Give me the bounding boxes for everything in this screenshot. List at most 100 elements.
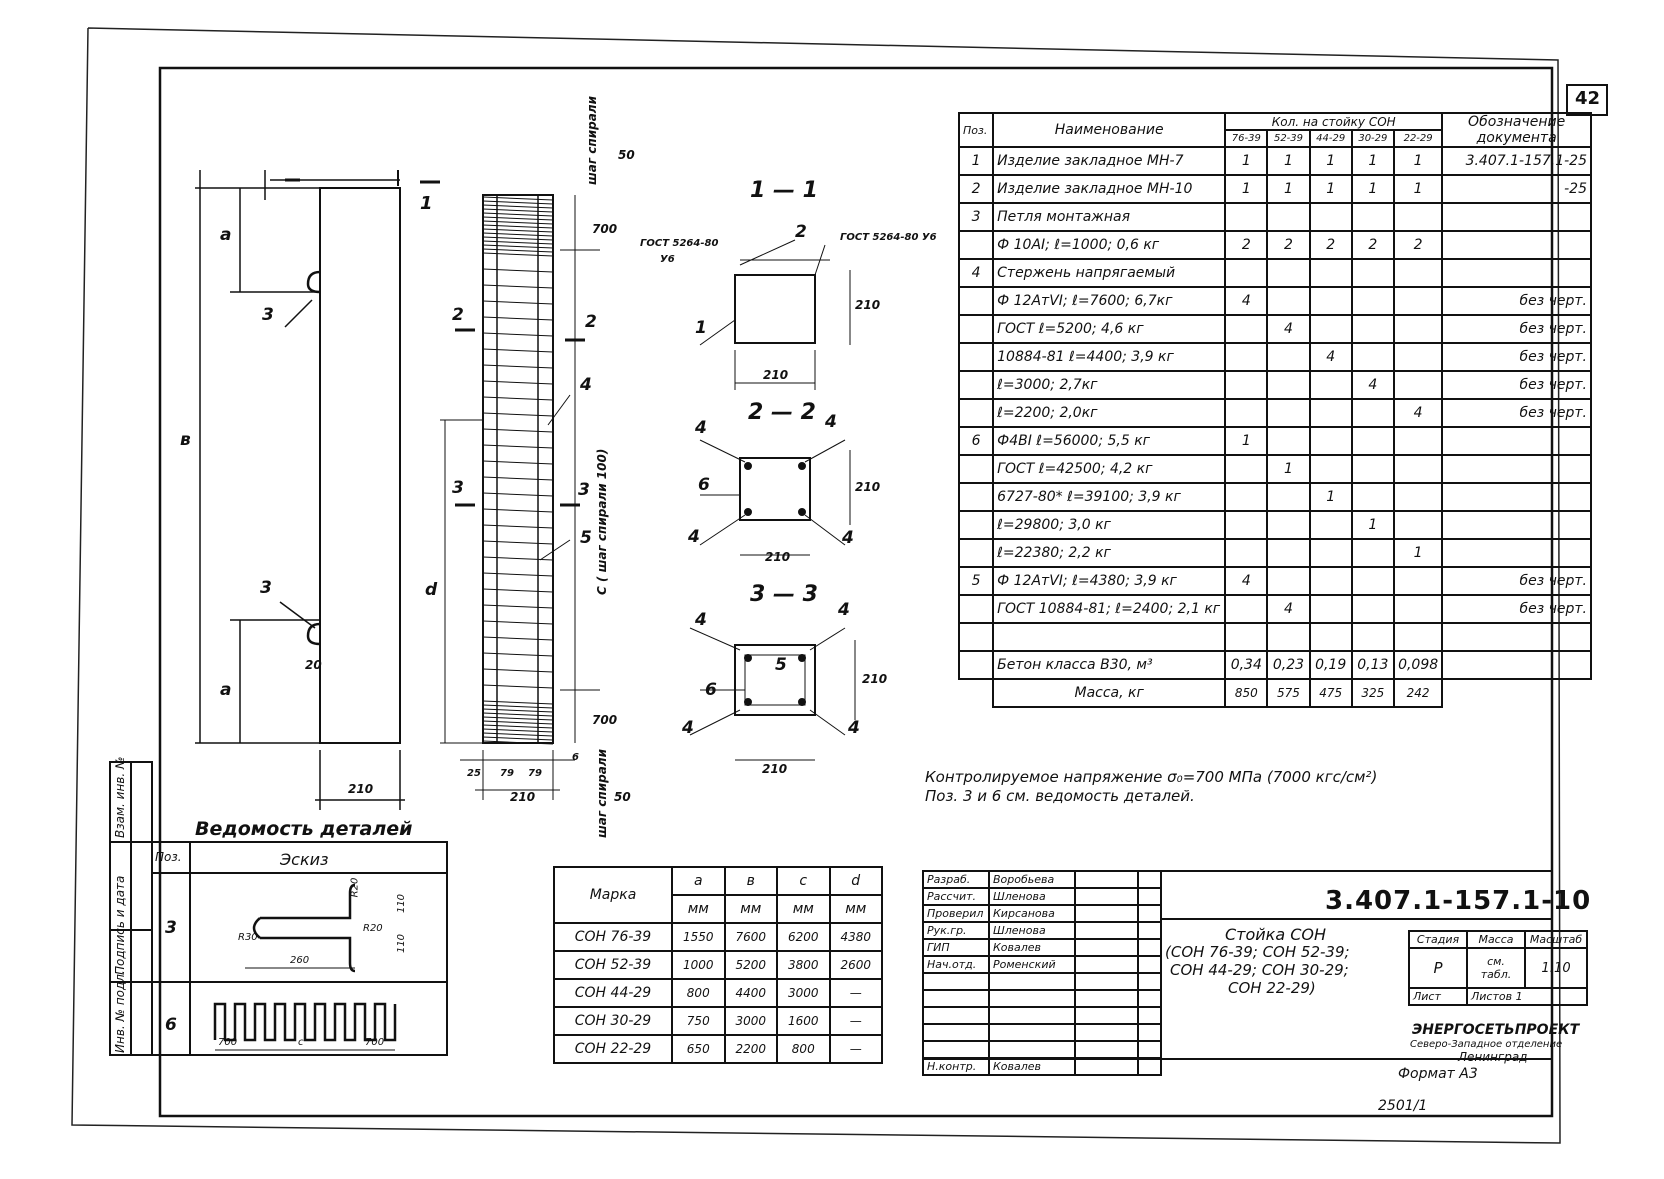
section-3-3: [689, 627, 856, 761]
spec-qty: 0,34: [1224, 650, 1269, 680]
archive-number: 2501/1: [1378, 1098, 1428, 1114]
org-branch: Северо-Западное отделение: [1410, 1039, 1563, 1050]
tb-date: [1137, 1057, 1162, 1076]
label-dim-79-cage-b: 79: [528, 768, 542, 779]
tb-date: [1137, 1040, 1162, 1059]
spec-qty: [1266, 258, 1311, 288]
detail3-r20-bottom: R20: [363, 923, 383, 934]
label-s11-210-h: 210: [763, 368, 789, 382]
spec-name: Бетон класса В30, м³: [992, 650, 1227, 680]
marka-value: 1600: [776, 1006, 831, 1036]
spec-doc: 3.407.1-157.1-25: [1441, 146, 1592, 176]
spec-qty: 4: [1308, 342, 1353, 372]
spec-qty: [1392, 258, 1444, 288]
spec-mass-name: Масса, кг: [992, 678, 1227, 708]
label-s33-5: 5: [775, 655, 787, 675]
spec-qty: [1350, 342, 1395, 372]
spec-qty: [1308, 594, 1353, 624]
spec-qty: 4: [1266, 314, 1311, 344]
spec-pos: [957, 230, 995, 260]
spec-qty: [1266, 202, 1311, 232]
details-header-pos: Поз.: [155, 850, 182, 864]
spec-qty: [1350, 566, 1395, 596]
label-pos-1-elev: 1: [420, 193, 433, 214]
marka-name: СОН 52-39: [553, 950, 673, 980]
spec-pos: [957, 342, 995, 372]
tb-sign: [1074, 972, 1139, 991]
spec-qty: 0,13: [1350, 650, 1395, 680]
spec-qty: 4: [1266, 594, 1311, 624]
detail3-110-b: 110: [396, 933, 408, 954]
spec-name: ГОСТ 10884-81; ℓ=2400; 2,1 кг: [992, 594, 1227, 624]
spec-qty: [1224, 510, 1269, 540]
label-dim-a-bottom: а: [220, 680, 232, 700]
spec-doc: без черт.: [1441, 566, 1592, 596]
tb-person-row: Нач.отд.Роменский: [922, 955, 1162, 974]
spec-doc: без черт.: [1441, 342, 1592, 372]
label-dim-6-cage: 6: [572, 752, 579, 763]
tb-date: [1137, 921, 1162, 940]
tb-person-row: [922, 989, 1162, 1008]
tb-date: [1137, 989, 1162, 1008]
spec-qty: [1350, 594, 1395, 624]
tb-date: [1137, 1023, 1162, 1042]
tb-person-row: [922, 1006, 1162, 1025]
spec-qty: 0,19: [1308, 650, 1353, 680]
spec-qty: [1350, 398, 1395, 428]
section-2-2: [699, 439, 851, 556]
marka-value: 750: [671, 1006, 726, 1036]
section-title-2-2: 2 — 2: [748, 400, 816, 425]
spec-col-1: 52-39: [1266, 129, 1311, 148]
details-row-3-pos: 3: [165, 918, 177, 938]
detail6-700-a: 700: [218, 1037, 238, 1048]
spec-qty: [1308, 202, 1353, 232]
spec-pos: 3: [957, 202, 995, 232]
spec-qty: [1392, 426, 1444, 456]
label-dim-50-top: 50: [618, 148, 635, 162]
label-s33-4-bl: 4: [682, 718, 694, 738]
gost-right-label: ГОСТ 5264-80 У6: [840, 232, 937, 243]
tb-date: [1137, 887, 1162, 906]
spec-qty: 1: [1266, 454, 1311, 484]
spec-qty: [1308, 538, 1353, 568]
spec-name: Ф 12АтVI; ℓ=4380; 3,9 кг: [992, 566, 1227, 596]
spec-col-0: 76-39: [1224, 129, 1269, 148]
spec-qty: 4: [1392, 398, 1444, 428]
tb-sign: [1074, 938, 1139, 957]
spec-doc: [1441, 426, 1592, 456]
stage-header: Стадия: [1408, 930, 1468, 949]
tb-role: Нач.отд.: [922, 955, 990, 974]
spec-pos: [957, 314, 995, 344]
marka-value: 4380: [828, 922, 883, 952]
spec-qty: [1224, 202, 1269, 232]
tb-person-row: Н.контр.Ковалев: [922, 1057, 1162, 1076]
marka-name: СОН 76-39: [553, 922, 673, 952]
spec-name: ℓ=22380; 2,2 кг: [992, 538, 1227, 568]
label-s33-210-v: 210: [862, 672, 888, 686]
mass-header: Масса: [1466, 930, 1526, 949]
spec-pos: 6: [957, 426, 995, 456]
label-s11-210-v: 210: [855, 298, 881, 312]
label-pos-4-cage: 4: [580, 375, 592, 395]
marka-value: 3000: [723, 1006, 778, 1036]
spec-doc: [1441, 454, 1592, 484]
label-s11-pos1: 1: [695, 318, 707, 338]
tb-date: [1137, 972, 1162, 991]
spec-qty: [1266, 622, 1311, 652]
spec-name: Петля монтажная: [992, 202, 1227, 232]
detail3-260: 260: [290, 955, 310, 966]
spec-qty: [1392, 622, 1444, 652]
spec-qty: [1224, 258, 1269, 288]
spec-pos: [957, 650, 995, 680]
spec-qty: 1: [1350, 174, 1395, 204]
spec-qty: [1224, 370, 1269, 400]
spec-qty: [1350, 314, 1395, 344]
detail6-700-b: 700: [365, 1037, 385, 1048]
spec-qty: [1308, 258, 1353, 288]
spec-qty: 1: [1266, 174, 1311, 204]
